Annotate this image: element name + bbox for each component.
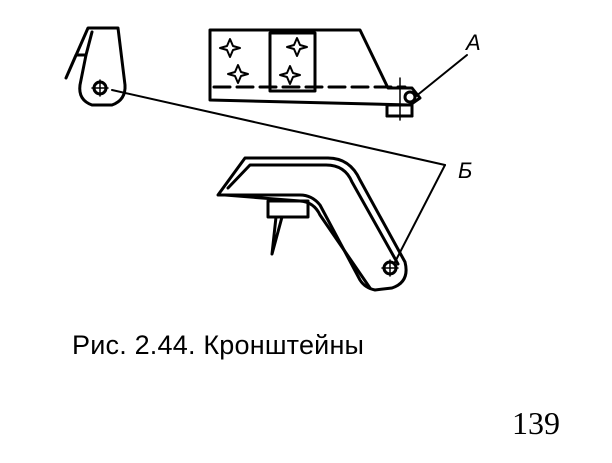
label-a: А xyxy=(464,30,481,55)
angled-bracket xyxy=(216,156,408,292)
bracket-drawing: А Б xyxy=(64,26,481,292)
long-bracket xyxy=(208,28,422,121)
label-b: Б xyxy=(458,158,472,183)
left-bracket xyxy=(64,26,127,107)
leader-lines xyxy=(111,54,468,263)
page-number: 139 xyxy=(512,405,560,441)
figure-caption: Рис. 2.44. Кронштейны xyxy=(72,330,365,360)
